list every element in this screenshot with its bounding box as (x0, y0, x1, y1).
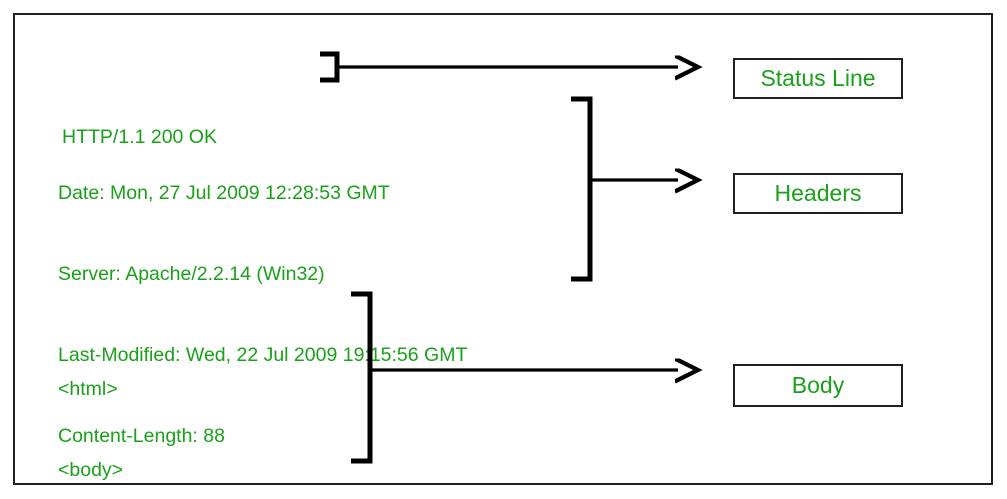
body-row-html-open: <html> (58, 378, 118, 400)
diagram-frame: HTTP/1.1 200 OK Date: Mon, 27 Jul 2009 1… (13, 13, 993, 485)
label-box-body-text: Body (791, 372, 845, 398)
body-text-block: <html> <body> <h1>Hello, World!</h1> </b… (58, 322, 264, 499)
label-box-status-line-text: Status Line (760, 65, 876, 91)
header-row-date: Date: Mon, 27 Jul 2009 12:28:53 GMT (58, 182, 390, 204)
label-box-headers: Headers (733, 173, 903, 214)
body-row-body-open: <body> (58, 459, 124, 481)
label-box-status-line: Status Line (733, 58, 903, 99)
status-line-row: HTTP/1.1 200 OK (62, 126, 217, 148)
status-line-text-block: HTTP/1.1 200 OK (62, 70, 217, 205)
label-box-body: Body (733, 364, 903, 407)
header-row-server: Server: Apache/2.2.14 (Win32) (58, 263, 325, 285)
label-box-headers-text: Headers (774, 180, 862, 206)
header-row-content-length: Content-Length: 88 (58, 425, 225, 447)
